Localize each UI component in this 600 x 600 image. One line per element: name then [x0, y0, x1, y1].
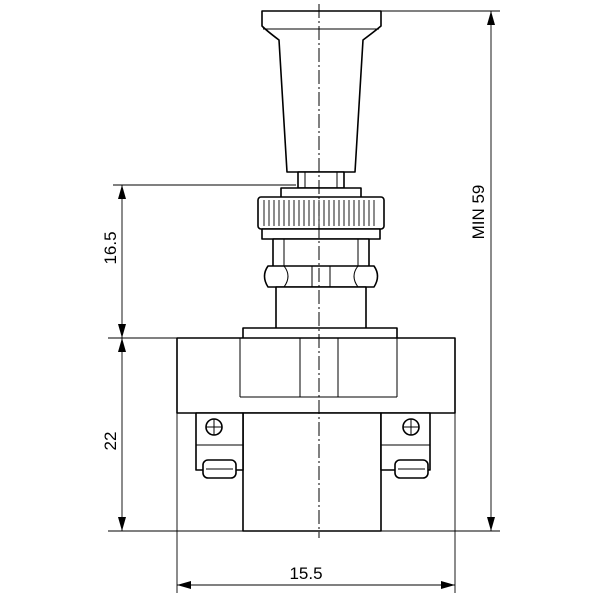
bushing-lower: [275, 286, 367, 330]
dimension-body-height: 22: [101, 338, 243, 532]
dimension-stem-length: 16.5: [101, 184, 296, 339]
switch-body: [176, 337, 456, 532]
hex-nut: [263, 265, 379, 288]
knurled-ring: [257, 187, 385, 240]
pull-knob: [261, 10, 382, 173]
total-height-label: MIN 59: [469, 185, 488, 240]
knurl-pattern: [263, 200, 375, 226]
dimension-width: 15.5: [176, 413, 456, 593]
terminal-left: [195, 412, 244, 479]
dimension-total-height: MIN 59: [381, 10, 500, 532]
stem-length-label: 16.5: [101, 231, 120, 264]
terminal-right: [380, 412, 431, 479]
shaft: [297, 171, 345, 189]
body-height-label: 22: [101, 432, 120, 451]
width-label: 15.5: [289, 564, 322, 583]
